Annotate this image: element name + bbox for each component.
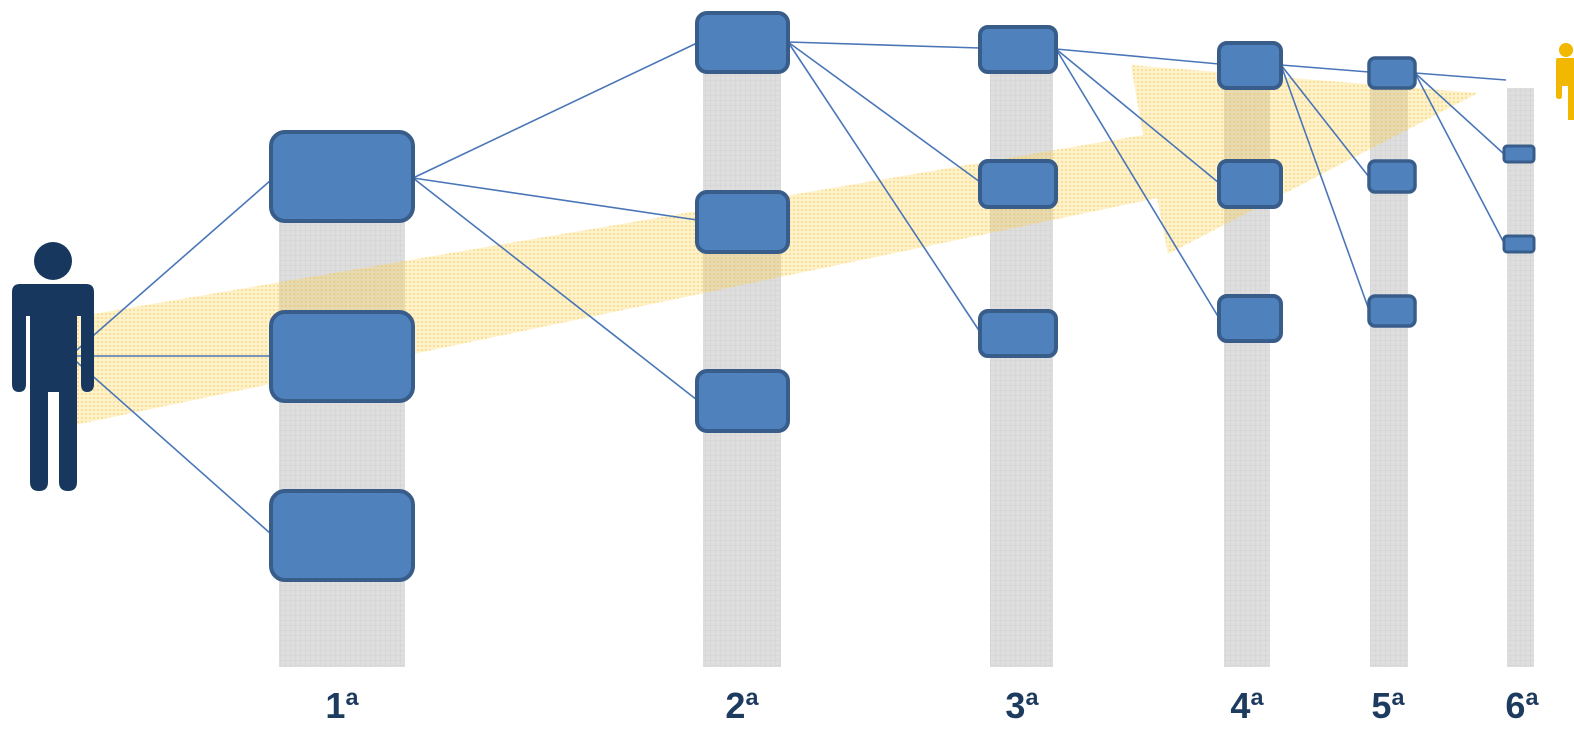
connectors bbox=[69, 41, 1507, 535]
level-3-box bbox=[978, 309, 1058, 358]
level-2-box bbox=[695, 369, 790, 433]
level-6-column bbox=[1507, 88, 1534, 667]
level-1-label: 1ª bbox=[325, 685, 359, 726]
level-5-box bbox=[1367, 159, 1417, 194]
level-1-box bbox=[269, 310, 415, 403]
level-3-label: 3ª bbox=[1005, 685, 1039, 726]
level-1-box bbox=[269, 130, 415, 223]
level-4-box bbox=[1217, 41, 1283, 90]
level-2-column bbox=[703, 70, 781, 667]
level-6-label: 6ª bbox=[1505, 685, 1539, 726]
person-icon bbox=[1556, 43, 1574, 120]
level-2-box bbox=[695, 190, 790, 254]
level-3-box bbox=[978, 159, 1058, 209]
level-5-label: 5ª bbox=[1371, 685, 1405, 726]
level-4-box bbox=[1217, 159, 1283, 209]
level-5-box bbox=[1367, 56, 1417, 90]
person-icon bbox=[12, 242, 94, 491]
level-2-box bbox=[695, 11, 790, 74]
level-6-box bbox=[1502, 234, 1536, 254]
level-4-label: 4ª bbox=[1230, 685, 1264, 726]
level-5-box bbox=[1367, 294, 1417, 328]
level-2-label: 2ª bbox=[725, 685, 759, 726]
level-3-box bbox=[978, 25, 1058, 74]
level-4-box bbox=[1217, 294, 1283, 343]
level-1-box bbox=[269, 489, 415, 582]
level-6-box bbox=[1502, 144, 1536, 164]
